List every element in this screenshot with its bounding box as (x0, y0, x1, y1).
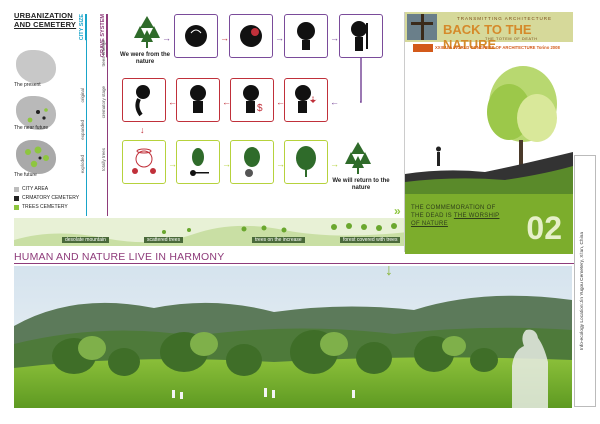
love-icon (295, 85, 317, 113)
wealth-icon: $ (243, 85, 263, 114)
stage-box-8 (284, 78, 328, 122)
arrow-12: → (330, 159, 339, 169)
stage-box-12 (284, 140, 328, 184)
arrow-start: → (162, 33, 171, 43)
map-near-future (16, 96, 56, 130)
poster-body-prefix: THE COMMEMORATION OF THE DEAD IS (411, 205, 496, 219)
legend-swatch (14, 204, 19, 210)
stage-box-2 (229, 14, 273, 58)
legend-label: CRMATORY CEMETERY (22, 195, 80, 201)
city-size-label: CITY SIZE (79, 14, 85, 41)
poster-landscape (405, 66, 573, 196)
embryo-icon (185, 25, 207, 47)
stage-box-10 (176, 140, 220, 184)
strip-segment-4: forest covered with trees (340, 237, 401, 243)
map-future (16, 140, 56, 174)
left-title: URBANIZATION AND CEMETERY (14, 11, 76, 29)
child-icon (297, 22, 315, 50)
hills-illustration (14, 223, 408, 246)
stage-box-4 (339, 14, 383, 58)
start-trees-icon (134, 16, 160, 48)
poster: TRANSMITTING ARCHITECTURE BACK TO THE NA… (404, 12, 573, 254)
legend-swatch (14, 195, 19, 201)
map-label-near-future: The near future (14, 125, 49, 131)
stage-future: exploded (80, 155, 85, 174)
side-caption-frame (574, 155, 596, 407)
legend-label: CITY AREA (22, 186, 49, 192)
landscape-photo (14, 266, 572, 408)
arrow-1: → (220, 33, 229, 43)
end-text: We will return to the nature (332, 178, 390, 191)
grave-present: trees emerge (101, 40, 106, 67)
poster-number: 02 (526, 210, 562, 246)
elder-icon (190, 85, 206, 113)
stage-box-7: $ (230, 78, 274, 122)
down-arrow-icon: ↓ (385, 262, 393, 279)
tree-icon (296, 146, 316, 177)
poster-photo-icon (407, 14, 437, 40)
strip-segment-1: desolate mountain (62, 237, 109, 243)
old-man-icon (135, 85, 150, 117)
strip-arrow: » (394, 204, 401, 218)
stage-present: original (80, 88, 85, 103)
poster-title: BACK TO THE NATURE (443, 22, 532, 52)
uia-logo (413, 44, 433, 52)
poster-body: THE COMMEMORATION OF THE DEAD IS THE WOR… (411, 204, 507, 228)
poster-body-link: THE WORSHIP OF NATURE (411, 213, 500, 227)
landscape-image (14, 266, 572, 408)
side-caption: Info-ecology Location:Jin Yugou Cemetery… (580, 232, 585, 351)
legend-trees: TREES CEMETERY (14, 204, 68, 210)
arrow-10: → (222, 159, 231, 169)
seed-icon (190, 148, 209, 176)
adult-icon (351, 21, 368, 51)
stage-box-6 (176, 78, 220, 122)
map-label-future: The future (14, 172, 37, 178)
poster-subtitle: TRANSMITTING ARCHITECTURE (457, 16, 553, 21)
arrow-down-red: ↓ (140, 125, 145, 135)
poster-tagline: THE TOTEM OF DEATH (485, 37, 538, 41)
harmony-heading: HUMAN AND NATURE LIVE IN HARMONY (14, 251, 225, 263)
trees-dots-future (25, 146, 49, 168)
map-label-present: The present (14, 82, 41, 88)
arrow-6: ← (222, 97, 231, 107)
strip-segment-2: scattered trees (144, 237, 184, 243)
heading-rule (14, 263, 574, 264)
poster-green-band (405, 194, 573, 254)
crematory-dots-near (27, 108, 48, 123)
sapling-icon (244, 147, 260, 177)
title-line-2: AND CEMETERY (14, 20, 77, 29)
baby-icon (240, 25, 262, 47)
legend-label: TREES CEMETERY (22, 204, 68, 210)
title-line-1: URBANIZATION (14, 11, 73, 20)
stage-box-3 (284, 14, 328, 58)
grave-system-line (107, 14, 108, 216)
strip-segment-3: trees on the increase (252, 237, 305, 243)
end-trees-icon (345, 142, 371, 174)
timeline-strip: desolate mountain scattered trees trees … (14, 218, 408, 246)
stage-box-1 (174, 14, 218, 58)
legend-swatch (14, 186, 19, 192)
stage-near-future: expanded (80, 120, 85, 140)
grave-near-future: crematory stage (101, 86, 106, 119)
stage-box-5 (122, 78, 166, 122)
arrow-3: → (330, 33, 339, 43)
arrow-8: ← (330, 97, 339, 107)
poster-congress: XXIII UIA WORLD CONGRESS OF ARCHITECTURE… (435, 45, 560, 50)
start-text: We were from the nature (120, 52, 170, 65)
death-icon (132, 148, 156, 174)
connector-right (360, 58, 362, 103)
arrow-7: ← (276, 97, 285, 107)
arrow-11: → (276, 159, 285, 169)
arrow-2: → (275, 33, 284, 43)
arrow-9: → (168, 159, 177, 169)
stage-box-11 (230, 140, 274, 184)
svg-text:$: $ (257, 103, 263, 114)
arrow-5: ← (168, 97, 177, 107)
stage-box-9 (122, 140, 166, 184)
city-size-line (86, 14, 87, 216)
grave-future: totally trees (101, 148, 106, 172)
legend-city-area: CITY AREA (14, 186, 48, 192)
map-present (16, 50, 56, 84)
legend-crematory: CRMATORY CEMETERY (14, 195, 79, 201)
